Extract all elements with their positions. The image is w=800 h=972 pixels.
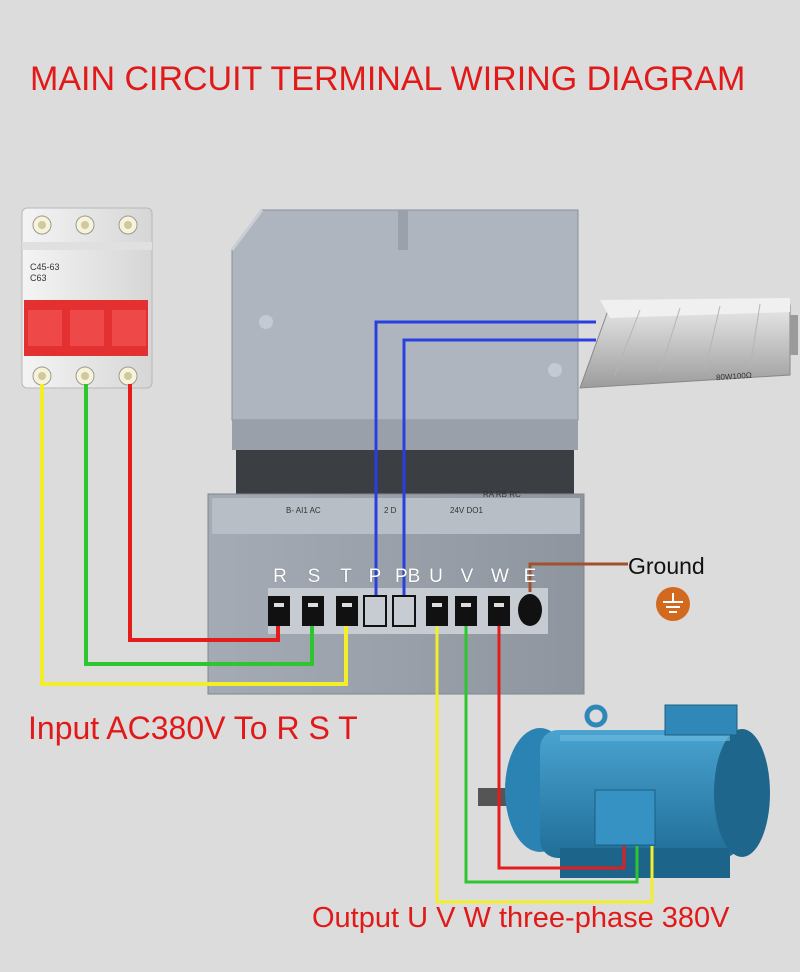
motor bbox=[478, 704, 770, 878]
breaker-top-screws bbox=[32, 215, 138, 235]
yellow-wire-t bbox=[40, 384, 348, 686]
terminal-label-s: S bbox=[307, 566, 321, 587]
terminal-label-pb: PB bbox=[395, 566, 421, 587]
breaker-model-2: C63 bbox=[30, 273, 47, 283]
terminal-screws bbox=[268, 594, 542, 627]
ground-icon bbox=[656, 587, 690, 621]
output-label: Output U V W three-phase 380V bbox=[312, 902, 730, 934]
circuit-breaker bbox=[21, 207, 153, 389]
output-wires bbox=[435, 610, 654, 904]
inverter bbox=[207, 209, 585, 695]
blue-wire-pb bbox=[402, 338, 596, 606]
terminal-label-w: W bbox=[491, 566, 509, 587]
braking-resistor bbox=[579, 298, 798, 389]
terminal-label-t: T bbox=[340, 566, 352, 587]
breaker-bottom-screws bbox=[32, 366, 138, 386]
green-wire-v bbox=[464, 610, 639, 884]
brown-ground-wire bbox=[528, 562, 628, 592]
control-terminal-right-a: 24V DO1 bbox=[450, 506, 483, 515]
brake-wires bbox=[374, 320, 596, 606]
input-label: Input AC380V To R S T bbox=[28, 710, 358, 746]
control-terminal-mid: 2 D bbox=[384, 506, 397, 515]
terminal-label-v: V bbox=[460, 566, 474, 587]
control-terminal-right-b: RA RB RC bbox=[483, 490, 521, 499]
green-wire-s bbox=[84, 384, 314, 666]
terminal-label-e: E bbox=[523, 566, 537, 587]
yellow-wire-u bbox=[435, 610, 654, 904]
ground-label: Ground bbox=[628, 553, 705, 579]
diagram-title: MAIN CIRCUIT TERMINAL WIRING DIAGRAM bbox=[30, 60, 746, 98]
blue-wire-p bbox=[374, 320, 596, 606]
terminal-label-p: P bbox=[368, 566, 382, 587]
breaker-model-1: C45-63 bbox=[30, 262, 60, 272]
terminal-label-r: R bbox=[273, 566, 287, 587]
control-terminal-left: B- AI1 AC bbox=[286, 506, 321, 515]
red-wire-w bbox=[497, 610, 626, 870]
terminal-label-u: U bbox=[429, 566, 443, 587]
